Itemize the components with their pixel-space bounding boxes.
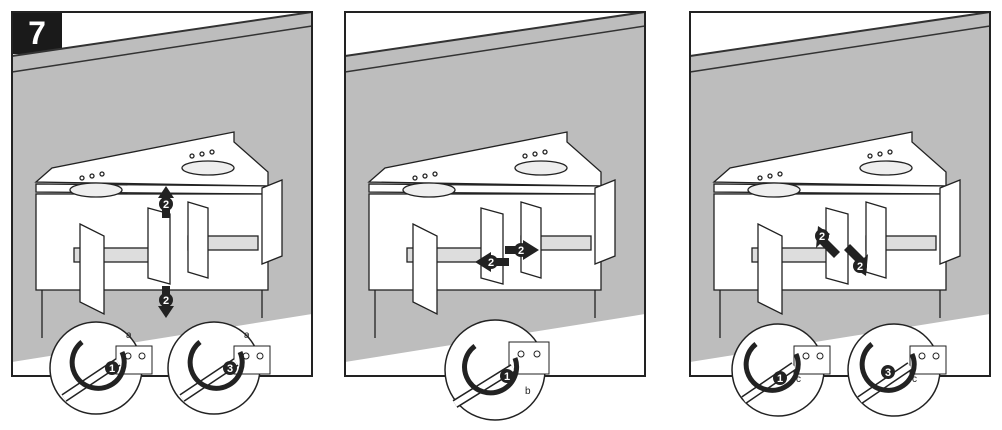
zoom-2-step: 3 — [885, 367, 891, 379]
panel-3-illustration: 2 2 1 c 3 c — [689, 11, 991, 417]
panel-1-illustration: 2 2 1 a 3 — [11, 11, 313, 415]
panel-frame — [11, 11, 313, 377]
panel-1: 2 2 1 a 3 — [11, 11, 313, 415]
zoom-2-screw-letter: a — [244, 330, 250, 341]
zoom-2-step: 3 — [227, 363, 233, 375]
arrow-upper-step-label: 2 — [819, 231, 825, 243]
arrow-lower-step-label: 2 — [857, 261, 863, 273]
zoom-screw-letter: b — [525, 386, 531, 397]
zoom-detail: 1 b — [444, 319, 550, 421]
zoom-detail-1: 1 c — [731, 323, 831, 417]
arrow-left-step-label: 2 — [488, 257, 494, 269]
step-number-badge: 7 — [12, 12, 62, 54]
zoom-1-step: 1 — [777, 373, 783, 385]
zoom-detail-1: 1 a — [49, 321, 153, 415]
panel-3: 2 2 1 c 3 c — [689, 11, 991, 417]
arrow-down-step-label: 2 — [163, 295, 169, 307]
arrow-upper: 2 — [815, 226, 840, 258]
panel-2: 2 2 1 b — [344, 11, 646, 421]
zoom-1-screw-letter: c — [796, 374, 801, 385]
arrow-left: 2 — [475, 252, 509, 272]
zoom-1-step: 1 — [109, 363, 115, 375]
arrow-up: 2 — [158, 186, 174, 218]
zoom-detail-2: 3 c — [847, 323, 947, 417]
arrow-lower: 2 — [844, 244, 868, 276]
zoom-2-screw-letter: c — [912, 374, 917, 385]
vanity-cabinet — [712, 131, 961, 338]
arrow-down: 2 — [158, 286, 174, 318]
zoom-1-screw-letter: a — [126, 330, 132, 341]
panel-2-illustration: 2 2 1 b — [344, 11, 646, 421]
vanity-cabinet — [34, 131, 283, 338]
zoom-step: 1 — [504, 371, 510, 383]
arrow-right-step-label: 2 — [518, 245, 524, 257]
arrow-right: 2 — [505, 240, 539, 260]
arrow-up-step-label: 2 — [163, 199, 169, 211]
zoom-detail-2: 3 a — [167, 321, 271, 415]
panel-frame — [689, 11, 991, 377]
